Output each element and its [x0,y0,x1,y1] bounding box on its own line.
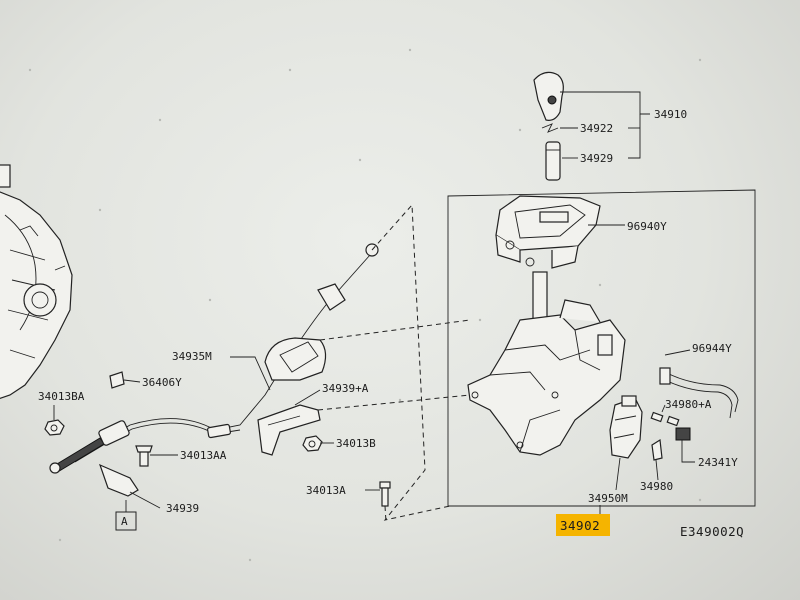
bolt-34013A [379,481,391,507]
label-34939: 34939 [166,502,199,515]
label-34935M: 34935M [172,350,212,363]
shifter-base [467,271,626,456]
selector-knob [533,71,564,121]
label-34922: 34922 [580,122,613,135]
background-dots [28,48,702,562]
shift-cable [49,243,379,474]
label-34980: 34980 [640,480,673,493]
label-34013AA: 34013AA [180,449,227,462]
assembly-highlight [556,514,610,536]
leader-lines [53,91,695,515]
label-34013A: 34013A [306,484,346,497]
indicator-panel [495,195,601,269]
transmission-housing [0,164,73,399]
label-96940Y: 96940Y [627,220,667,233]
view-a-marker: A [115,511,137,531]
label-34939A: 34939+A [322,382,369,395]
bolt-34013AA [135,445,153,467]
harness-96944Y [659,367,739,419]
label-24341Y: 24341Y [698,456,738,469]
label-96944Y: 96944Y [692,342,732,355]
label-34013B: 34013B [336,437,376,450]
bracket-34939 [98,463,139,497]
label-34910: 34910 [654,108,687,121]
cable-grommet-34935M [264,337,327,381]
position-switch [609,395,643,459]
view-a-label: A [121,515,128,528]
label-36406Y: 36406Y [142,376,182,389]
label-34929: 34929 [580,152,613,165]
knob-clip [541,123,559,133]
label-34980A: 34980+A [665,398,712,411]
nut-34013B [302,435,323,452]
label-34013BA: 34013BA [38,390,85,403]
nut-34013BA [44,419,65,436]
diagram-code: E349002Q [680,524,744,539]
clip-36406Y [109,371,125,389]
label-34950M: 34950M [588,492,628,505]
small-parts-34980 [650,411,691,461]
assembly-box [447,189,756,507]
bracket-34939A [257,404,321,456]
knob-insert [545,141,561,181]
dashed-connectors [317,203,471,523]
assembly-number: 34902 [560,518,600,533]
